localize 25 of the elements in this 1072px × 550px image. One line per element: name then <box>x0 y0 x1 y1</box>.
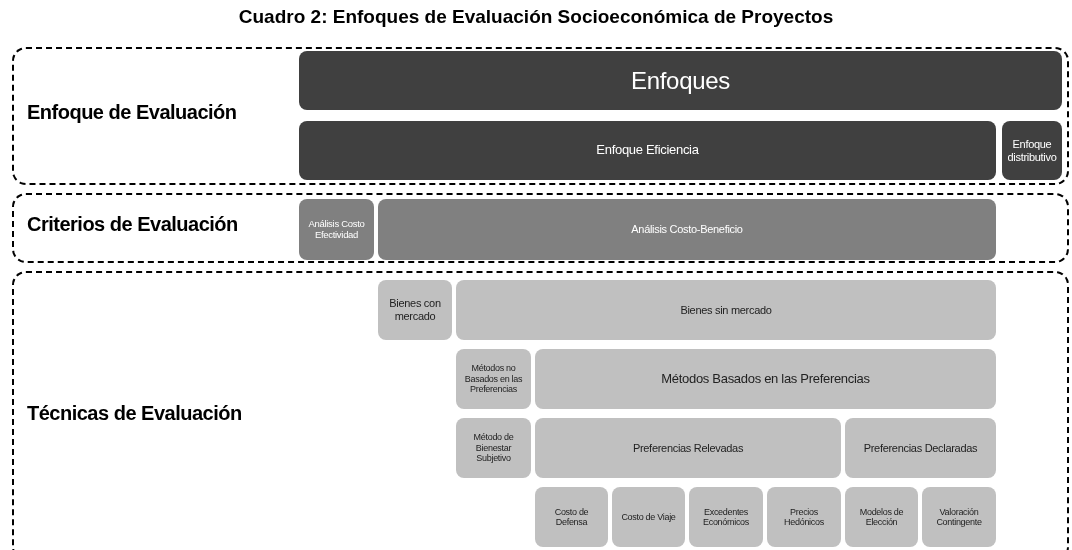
title: Cuadro 2: Enfoques de Evaluación Socioeconómica de Proyectos <box>237 6 835 28</box>
dashed-section-frame <box>12 193 1069 263</box>
section-heading: Enfoque de Evaluación <box>27 100 237 124</box>
category-box: Método de Bienestar Subjetivo <box>456 418 531 478</box>
category-box: Enfoque Eficiencia <box>299 121 996 180</box>
section-heading: Técnicas de Evaluación <box>27 401 242 425</box>
dashed-section-frame <box>12 47 1069 185</box>
category-box: Métodos no Basados en las Preferencias <box>456 349 531 409</box>
category-box: Modelos de Elección <box>845 487 918 547</box>
category-box: Valoración Contingente <box>922 487 996 547</box>
category-box: Costo de Defensa <box>535 487 608 547</box>
category-box: Bienes sin mercado <box>456 280 996 340</box>
section-heading: Criterios de Evaluación <box>27 212 238 236</box>
category-box: Preferencias Relevadas <box>535 418 841 478</box>
dashed-section-frame <box>12 271 1069 550</box>
category-box: Excedentes Económicos <box>689 487 763 547</box>
category-box: Preferencias Declaradas <box>845 418 996 478</box>
category-box: Costo de Viaje <box>612 487 685 547</box>
category-box: Métodos Basados en las Preferencias <box>535 349 996 409</box>
category-box: Enfoques <box>299 51 1062 110</box>
category-box: Bienes con mercado <box>378 280 452 340</box>
category-box: Análisis Costo Efectividad <box>299 199 374 260</box>
category-box: Precios Hedónicos <box>767 487 841 547</box>
category-box: Enfoque distributivo <box>1002 121 1062 180</box>
category-box: Análisis Costo-Beneficio <box>378 199 996 260</box>
